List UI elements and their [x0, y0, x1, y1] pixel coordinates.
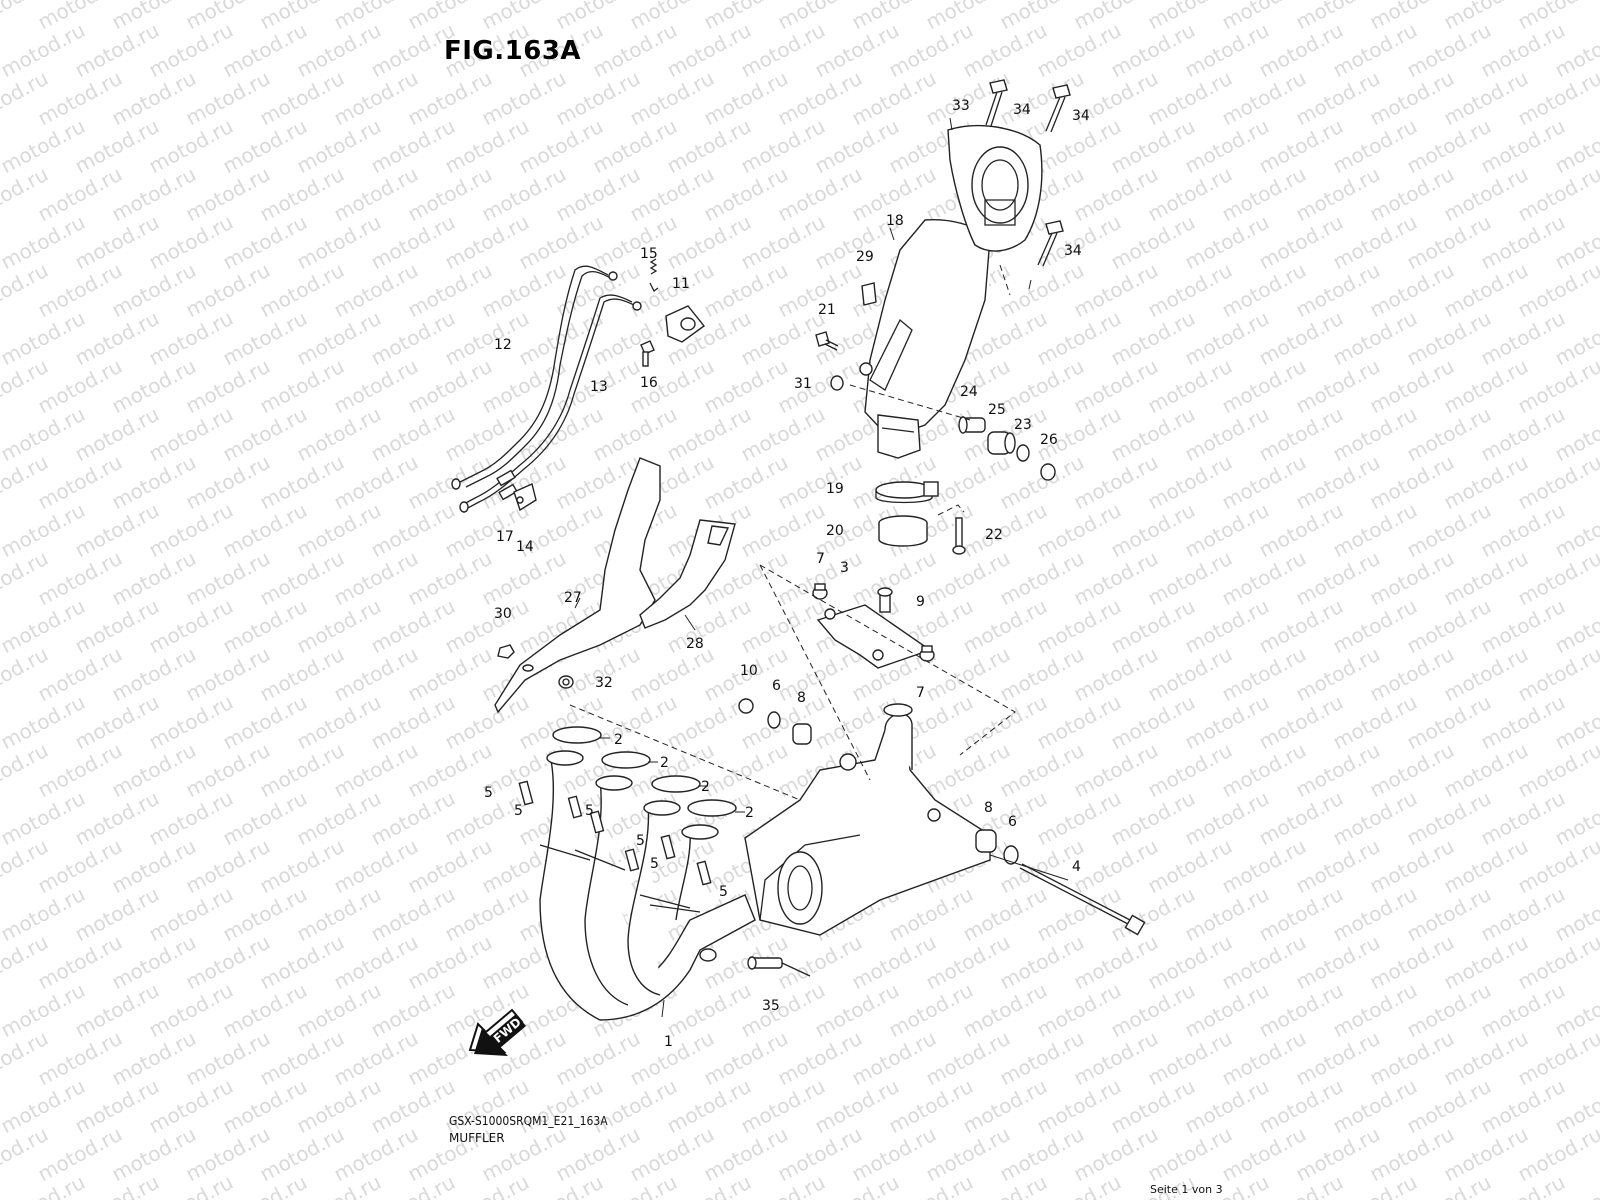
clamp-19 [875, 481, 939, 504]
bracket-3 [816, 604, 932, 669]
callout-2: 2 [745, 805, 754, 821]
cable-bracket-14 [513, 483, 537, 512]
callout-22: 22 [985, 527, 1003, 543]
pulley-cover-11 [665, 305, 706, 343]
callout-12: 12 [494, 337, 512, 353]
bolt-34-b [1045, 84, 1071, 133]
callout-20: 20 [826, 523, 844, 539]
callout-34: 34 [1072, 108, 1090, 124]
figure-title: FIG.163A [444, 36, 582, 66]
callout-6: 6 [1008, 814, 1017, 830]
damper-8-b [975, 829, 997, 853]
callout-30: 30 [494, 606, 512, 622]
page-indicator: Seite 1 von 3 [1150, 1183, 1223, 1196]
forward-direction-arrow: FWD [468, 1008, 526, 1056]
callout-5: 5 [636, 833, 645, 849]
clip-29 [861, 282, 877, 306]
bolt-9 [877, 587, 893, 613]
callout-5: 5 [719, 884, 728, 900]
gasket-20 [878, 515, 928, 547]
callout-29: 29 [856, 249, 874, 265]
bolt-34-c [1037, 220, 1064, 267]
callout-15: 15 [640, 246, 658, 262]
callout-3: 3 [840, 560, 849, 576]
washer-6-a [767, 711, 781, 729]
callout-23: 23 [1014, 417, 1032, 433]
callout-2: 2 [701, 779, 710, 795]
heat-shield-27 [494, 457, 661, 714]
callout-34: 34 [1013, 102, 1031, 118]
bolt-4 [1019, 863, 1146, 936]
callout-5: 5 [650, 856, 659, 872]
callout-6: 6 [772, 678, 781, 694]
assembly-name: MUFFLER [449, 1131, 505, 1145]
callout-24: 24 [960, 384, 978, 400]
heat-shield-28 [639, 519, 736, 629]
bolt-16 [640, 340, 655, 367]
callout-25: 25 [988, 402, 1006, 418]
bolt-7-a [812, 583, 828, 600]
callout-2: 2 [660, 755, 669, 771]
damper-25 [987, 431, 1016, 455]
callout-18: 18 [886, 213, 904, 229]
exhaust-pipe-1 [539, 750, 756, 1021]
assembly-guide-lines [569, 264, 1016, 801]
callout-7: 7 [916, 685, 925, 701]
callout-2: 2 [614, 732, 623, 748]
nut-10 [738, 698, 754, 714]
end-cap-33 [947, 124, 1043, 252]
callout-17: 17 [496, 529, 514, 545]
nut-30 [497, 644, 515, 659]
callout-7: 7 [816, 551, 825, 567]
callout-27: 27 [564, 590, 582, 606]
bolt-7-b [919, 645, 935, 662]
o2-sensor-35 [747, 956, 811, 977]
callout-9: 9 [916, 594, 925, 610]
callout-14: 14 [516, 539, 534, 555]
callout-numbers: 1 2 2 2 2 3 4 5 5 5 5 5 5 6 6 7 7 8 8 9 … [484, 98, 1090, 1050]
callout-4: 4 [1072, 859, 1081, 875]
callout-13: 13 [590, 379, 608, 395]
leader-lines [574, 117, 1069, 1018]
washer-6-b [1003, 845, 1019, 865]
nut-26 [1040, 463, 1056, 481]
gasket-32 [558, 675, 574, 689]
bolt-21 [815, 331, 839, 351]
bolt-22 [952, 517, 966, 555]
nut-31 [830, 375, 844, 391]
muffler-chamber [744, 703, 991, 936]
callout-1: 1 [664, 1034, 673, 1050]
damper-8-a [792, 723, 812, 745]
bolts-5 [518, 780, 712, 886]
callout-26: 26 [1040, 432, 1058, 448]
callout-11: 11 [672, 276, 690, 292]
spring-15 [649, 258, 659, 292]
callout-34: 34 [1064, 243, 1082, 259]
callout-5: 5 [514, 803, 523, 819]
callout-5: 5 [585, 803, 594, 819]
callout-8: 8 [984, 800, 993, 816]
callout-35: 35 [762, 998, 780, 1014]
exhaust-valve-cables [451, 265, 642, 513]
model-code: GSX-S1000SRQM1_E21_163A [449, 1114, 608, 1128]
bolt-34-a [985, 79, 1008, 127]
callout-19: 19 [826, 481, 844, 497]
callout-8: 8 [797, 690, 806, 706]
callout-33: 33 [952, 98, 970, 114]
silencer-18 [859, 218, 991, 459]
washer-23 [1016, 444, 1030, 462]
callout-32: 32 [595, 675, 613, 691]
collar-24 [958, 416, 986, 434]
callout-16: 16 [640, 375, 658, 391]
gaskets-2 [552, 726, 737, 817]
callout-5: 5 [484, 785, 493, 801]
callout-10: 10 [740, 663, 758, 679]
callout-21: 21 [818, 302, 836, 318]
callout-28: 28 [686, 636, 704, 652]
callout-31: 31 [794, 376, 812, 392]
